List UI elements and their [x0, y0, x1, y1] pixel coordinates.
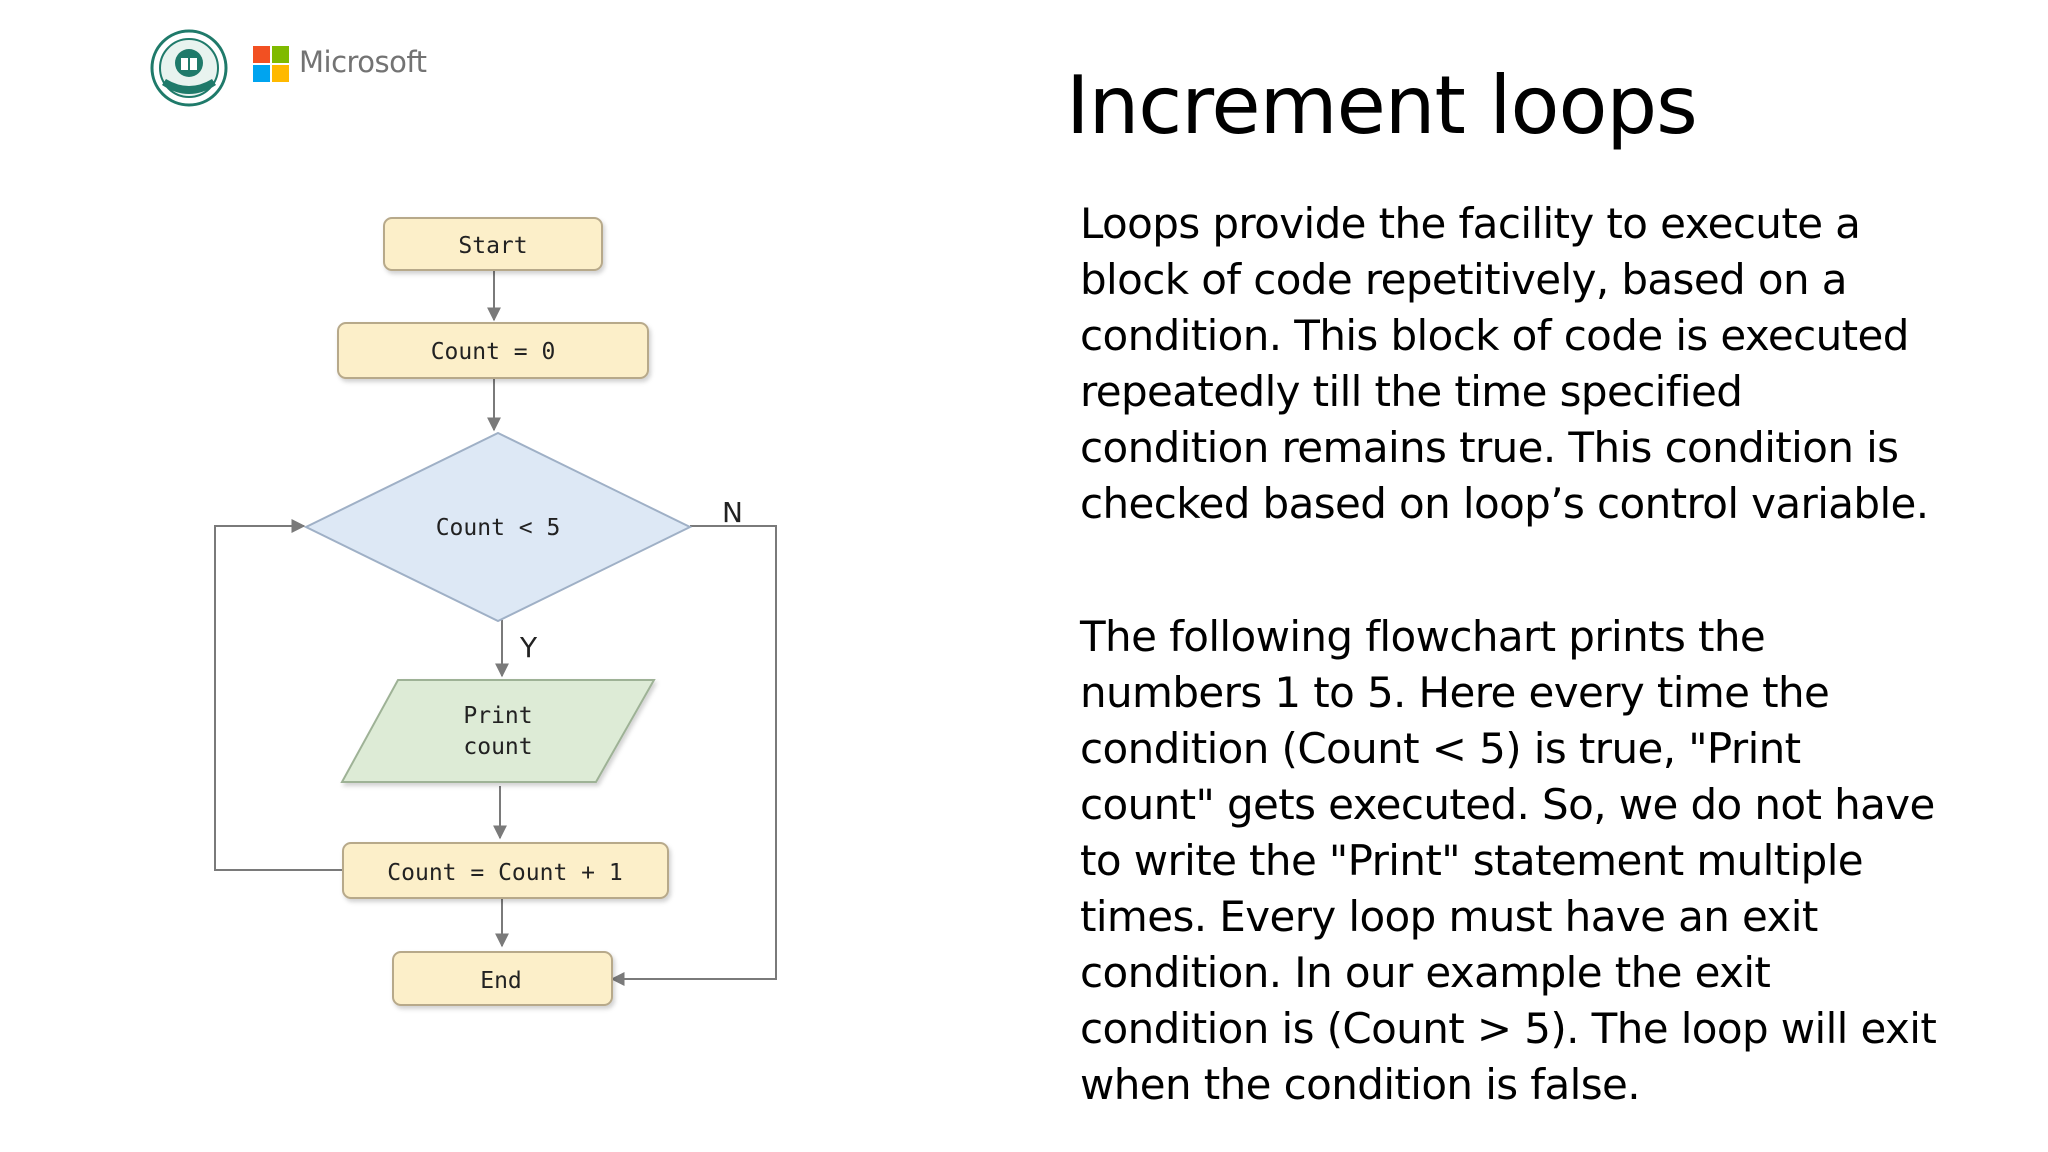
body-paragraph-1: Loops provide the facility to execute a …: [1080, 199, 1929, 528]
flowchart-init-node: [337, 322, 649, 379]
no-label: N: [722, 496, 743, 529]
end-label: End: [480, 968, 522, 994]
increment-label: Count = Count + 1: [387, 860, 622, 886]
microsoft-logo-icon: [253, 46, 289, 82]
body-paragraph-2: The following flowchart prints the numbe…: [1080, 612, 1937, 1109]
arrow-loop-back: [214, 519, 342, 871]
slide-title: Increment loops: [1066, 59, 1698, 152]
flowchart-decision-node: [303, 431, 693, 623]
cbse-seal-icon: [150, 29, 228, 107]
output-label-line1: Print: [463, 703, 532, 729]
flowchart: Start Count = 0 Count < 5 Y N Print coun…: [214, 217, 777, 1006]
yes-label: Y: [519, 631, 538, 664]
flowchart-connectors: [214, 270, 777, 986]
output-label-line2: count: [463, 734, 532, 760]
flowchart-output-node: [340, 679, 656, 783]
microsoft-wordmark: Microsoft: [299, 45, 427, 79]
arrow-no-to-end: [610, 525, 777, 986]
flowchart-end-node: [392, 951, 613, 1006]
start-label: Start: [458, 233, 527, 259]
flowchart-increment-node: [342, 842, 669, 899]
flowchart-start-node: [383, 217, 603, 271]
condition-label: Count < 5: [436, 515, 561, 541]
init-label: Count = 0: [431, 339, 556, 365]
